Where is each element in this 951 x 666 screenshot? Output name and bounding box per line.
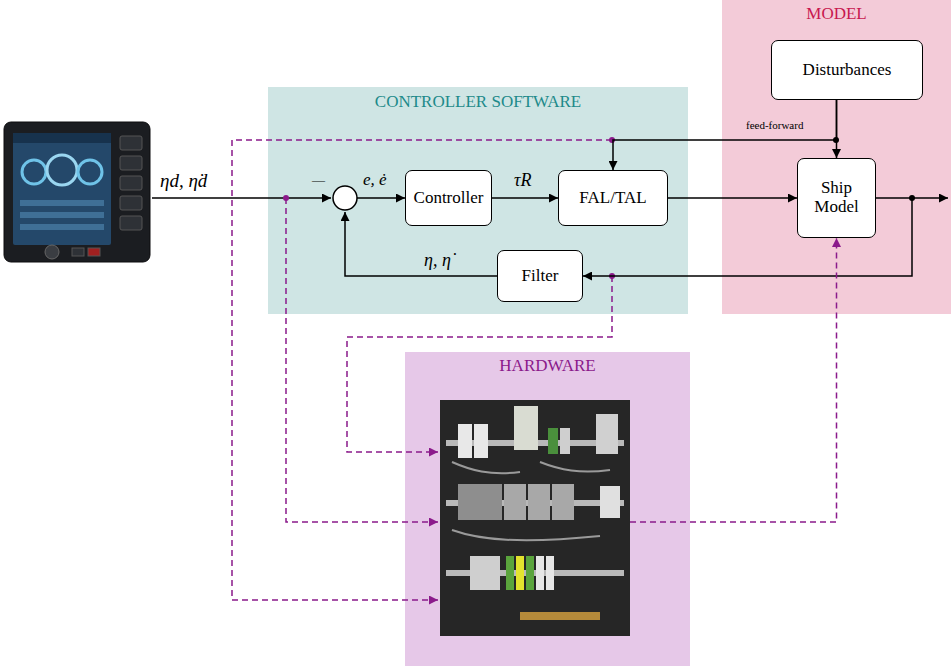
gauge <box>47 155 77 185</box>
flow-arrow <box>668 197 797 199</box>
edge-label: τR <box>514 171 531 191</box>
device-button <box>120 176 142 190</box>
gauge <box>78 160 102 184</box>
signal-tap-line <box>347 276 612 452</box>
breaker <box>474 424 488 458</box>
terminal <box>516 556 524 590</box>
flow-arrow <box>492 197 558 199</box>
summing-junction <box>333 186 357 210</box>
breaker <box>458 424 472 458</box>
power-supply <box>514 406 538 450</box>
box-label: Filter <box>522 267 559 286</box>
ground-bar <box>520 612 600 620</box>
feedback-line <box>345 212 497 276</box>
band-title: CONTROLLER SOFTWARE <box>375 93 581 112</box>
tap-dot <box>283 195 289 201</box>
band-title: MODEL <box>806 5 866 24</box>
error-line <box>357 197 405 199</box>
hardware-photo <box>440 400 630 636</box>
signal-name: ηd, η̇d <box>160 171 207 192</box>
device-button <box>88 248 100 256</box>
io-module <box>528 484 550 520</box>
reference-line <box>152 197 331 199</box>
signal-name: η, η̇ <box>424 251 451 271</box>
device-button <box>120 196 142 210</box>
box-label: FAL/TAL <box>579 189 646 208</box>
edge-label: feed-forward <box>746 119 803 131</box>
terminal <box>560 428 570 454</box>
screen-bar <box>13 133 111 143</box>
signal-name: e, ė <box>363 171 387 190</box>
device-housing <box>4 122 150 262</box>
device-knob <box>45 245 59 259</box>
terminal <box>506 556 514 590</box>
gauge <box>22 160 46 184</box>
terminal <box>536 556 544 590</box>
screen-row <box>20 224 104 230</box>
relay <box>596 414 618 454</box>
io-module <box>504 484 526 520</box>
band-title: HARDWARE <box>499 357 595 376</box>
box-label: Ship Model <box>804 179 869 216</box>
device-button <box>72 248 84 256</box>
controller-module <box>458 484 502 520</box>
screen-row <box>20 200 104 206</box>
display-device <box>4 122 150 262</box>
flow-arrow <box>613 100 837 170</box>
output-line <box>912 197 948 199</box>
box-label: Disturbances <box>803 61 892 80</box>
signal-tap-line <box>286 198 438 522</box>
process-box: FAL/TAL <box>558 170 668 226</box>
terminal <box>548 428 558 454</box>
process-box: Ship Model <box>797 158 876 238</box>
terminal <box>526 556 534 590</box>
device-button <box>120 136 142 150</box>
terminal-block <box>470 556 500 590</box>
box-label: Controller <box>414 189 484 208</box>
signal-connector <box>630 238 837 522</box>
sign-mark: — <box>312 173 325 187</box>
device-screen <box>13 133 111 245</box>
flow-arrow <box>583 198 912 276</box>
terminal <box>546 556 554 590</box>
software-band: CONTROLLER SOFTWARE Controller FAL/TAL Filt… <box>268 87 688 314</box>
process-box: Controller <box>405 170 492 226</box>
io-module <box>552 484 574 520</box>
process-box: Disturbances <box>771 40 923 100</box>
cabinet-back <box>440 400 630 636</box>
screen-row <box>20 212 104 218</box>
process-box: Filter <box>497 250 583 302</box>
signal-tap-line <box>232 140 612 600</box>
device-button <box>120 156 142 170</box>
terminal-block <box>600 486 620 518</box>
device-button <box>120 216 142 230</box>
wiring <box>452 462 610 540</box>
